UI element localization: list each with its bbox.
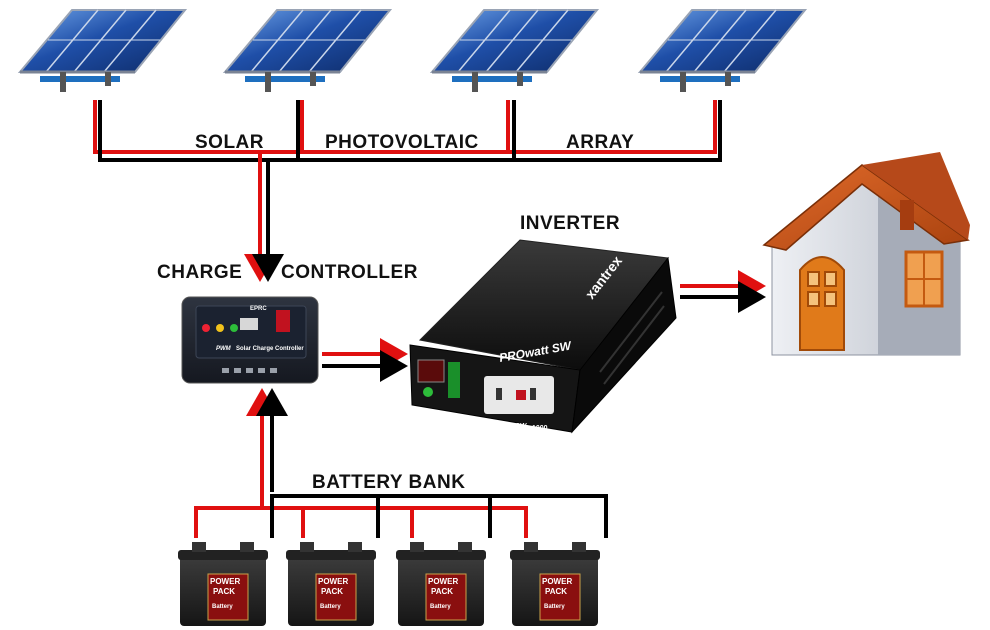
controller-pwm: PWM xyxy=(216,346,232,352)
inverter-product-small: PROwatt SW xyxy=(484,423,528,430)
controller-to-battery-wires xyxy=(246,388,288,500)
battery-2-label: POWER PACK Battery xyxy=(318,577,348,610)
battery-4-label: POWER PACK Battery xyxy=(542,577,572,610)
label-controller: CONTROLLER xyxy=(281,262,418,283)
battery-4-label-line1: POWER xyxy=(542,577,572,586)
battery-2-label-line3: Battery xyxy=(320,604,341,610)
inverter-to-house-wires xyxy=(680,270,766,313)
solar-panel-1 xyxy=(18,8,187,94)
battery-3-label-line2: PACK xyxy=(431,587,453,596)
battery-3-label-line1: POWER xyxy=(428,577,458,586)
battery-1-label: POWER PACK Battery xyxy=(210,577,240,610)
label-solar: SOLAR xyxy=(195,132,264,153)
battery-2-label-line1: POWER xyxy=(318,577,348,586)
controller-model: EPRC xyxy=(250,306,267,312)
controller-name: Solar Charge Controller xyxy=(236,346,304,352)
array-wiring xyxy=(93,100,722,162)
battery-1-label-line2: PACK xyxy=(213,587,235,596)
solar-panel-3 xyxy=(430,8,599,94)
house-icon xyxy=(762,152,970,356)
battery-4-label-line3: Battery xyxy=(544,604,565,610)
battery-3-label-line3: Battery xyxy=(430,604,451,610)
charge-controller: EPRC Solar Charge Controller PWM xyxy=(181,296,319,384)
battery-bank-wiring xyxy=(194,494,608,538)
battery-3-label: POWER PACK Battery xyxy=(428,577,458,610)
battery-1-label-line3: Battery xyxy=(212,604,233,610)
inverter: PROwatt SW PROwatt SW 1000 xantrex xyxy=(409,239,677,434)
controller-to-inverter-wires xyxy=(322,338,408,382)
inverter-rating: 1000 xyxy=(532,425,548,432)
label-inverter: INVERTER xyxy=(520,213,620,234)
battery-4-label-line2: PACK xyxy=(545,587,567,596)
label-charge: CHARGE xyxy=(157,262,242,283)
label-battery-bank: BATTERY BANK xyxy=(312,472,465,493)
array-to-controller-wires xyxy=(244,152,284,282)
label-photovoltaic: PHOTOVOLTAIC xyxy=(325,132,479,153)
battery-1-label-line1: POWER xyxy=(210,577,240,586)
solar-panel-4 xyxy=(638,8,807,94)
label-array: ARRAY xyxy=(566,132,634,153)
solar-panel-2 xyxy=(223,8,392,94)
battery-2-label-line2: PACK xyxy=(321,587,343,596)
